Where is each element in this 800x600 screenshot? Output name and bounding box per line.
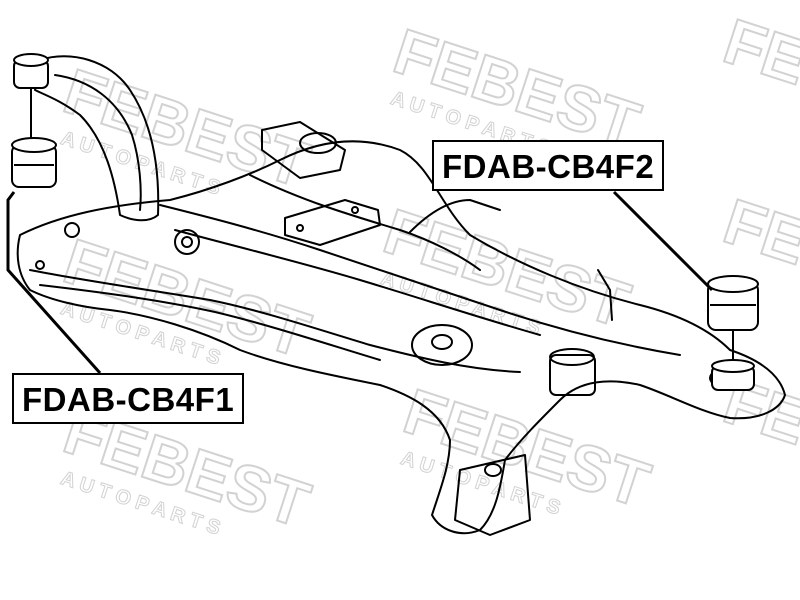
lower-bracket — [454, 454, 531, 536]
watermark-brand: FEBEST — [716, 5, 800, 151]
crossmember-line — [39, 284, 381, 361]
bushing-left-top — [13, 53, 49, 89]
top-mount — [261, 121, 346, 179]
rear-mount-block — [549, 354, 596, 396]
hose — [597, 269, 613, 321]
subframe-outline — [16, 140, 786, 535]
part-number-label-1: FDAB-CB4F1 — [12, 373, 245, 424]
mount-hole — [64, 222, 80, 238]
top-mount-bush — [299, 132, 337, 154]
bushing-right-bottom — [711, 359, 755, 391]
bushings — [11, 53, 759, 391]
center-bracket — [284, 199, 381, 246]
part-number-label-2: FDAB-CB4F2 — [432, 140, 665, 191]
left-bush-hole-inner — [181, 236, 193, 248]
left-bush-hole — [174, 229, 200, 255]
leader-line-part-2 — [612, 190, 714, 292]
crossmember-line — [29, 269, 521, 373]
center-bolt — [351, 206, 359, 214]
bushing-part-1 — [11, 137, 57, 188]
crossmember-line — [174, 229, 541, 336]
center-bolt — [296, 224, 304, 232]
center-mount — [411, 324, 473, 366]
crossmember-line — [249, 174, 481, 271]
leader-lines — [6, 190, 714, 374]
rear-mount-top — [549, 348, 595, 366]
leader-line-part-1 — [6, 191, 102, 374]
left-arm — [34, 55, 160, 222]
bushing-part-2 — [707, 275, 759, 331]
hose — [409, 199, 501, 233]
center-mount-inner — [431, 334, 453, 350]
lower-bracket-hole — [484, 463, 502, 477]
left-arm-inner — [54, 74, 142, 211]
mount-hole — [35, 260, 45, 270]
crossmember-line — [159, 204, 681, 356]
